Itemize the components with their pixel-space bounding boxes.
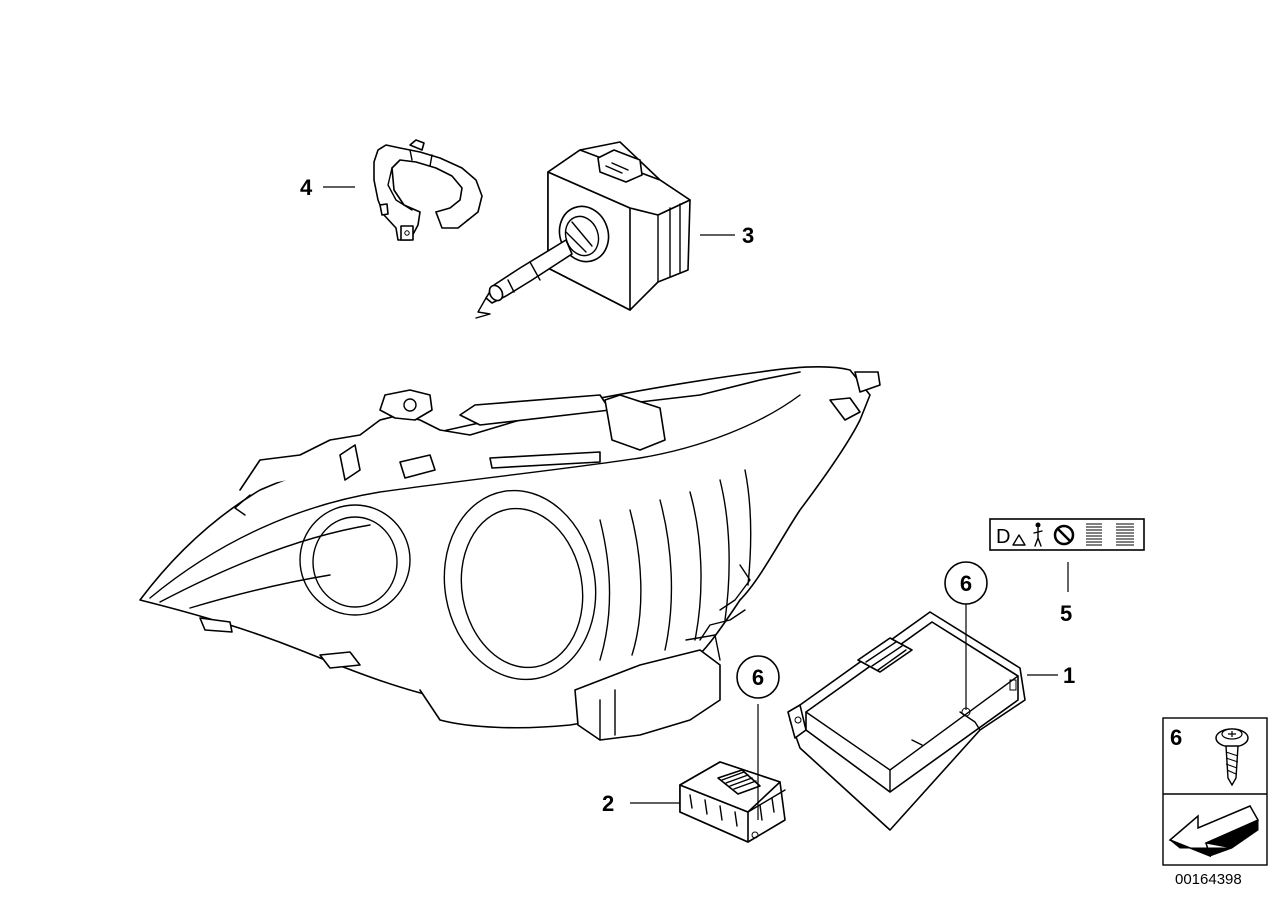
callout-6-lower: 6 <box>752 665 764 690</box>
headlight-assembly <box>139 366 881 741</box>
prohibited-icon <box>1053 524 1075 546</box>
callout-6-circle-upper: 6 <box>944 561 988 605</box>
callout-3: 3 <box>742 223 754 248</box>
bulb-retaining-clip <box>373 139 483 241</box>
callout-6-circle-lower: 6 <box>736 655 780 699</box>
callout-6-upper: 6 <box>960 571 972 596</box>
arrow-symbol-icon <box>1168 805 1260 858</box>
callout-2: 2 <box>602 791 614 816</box>
text-lines-icon <box>1086 523 1134 546</box>
callout-1: 1 <box>1063 663 1075 688</box>
callout-4: 4 <box>300 175 313 200</box>
callout-5: 5 <box>1060 601 1072 626</box>
screw-icon <box>1215 728 1249 787</box>
xenon-bulb <box>475 141 691 319</box>
ignition-unit <box>679 761 786 843</box>
legend-callout-6: 6 <box>1170 725 1182 750</box>
label-letter: D <box>996 526 1010 548</box>
control-unit <box>787 611 1026 831</box>
legend-box: 6 <box>1162 717 1268 866</box>
warning-label: D <box>989 518 1145 551</box>
document-number: 00164398 <box>1175 871 1242 888</box>
person-icon <box>1033 522 1043 547</box>
